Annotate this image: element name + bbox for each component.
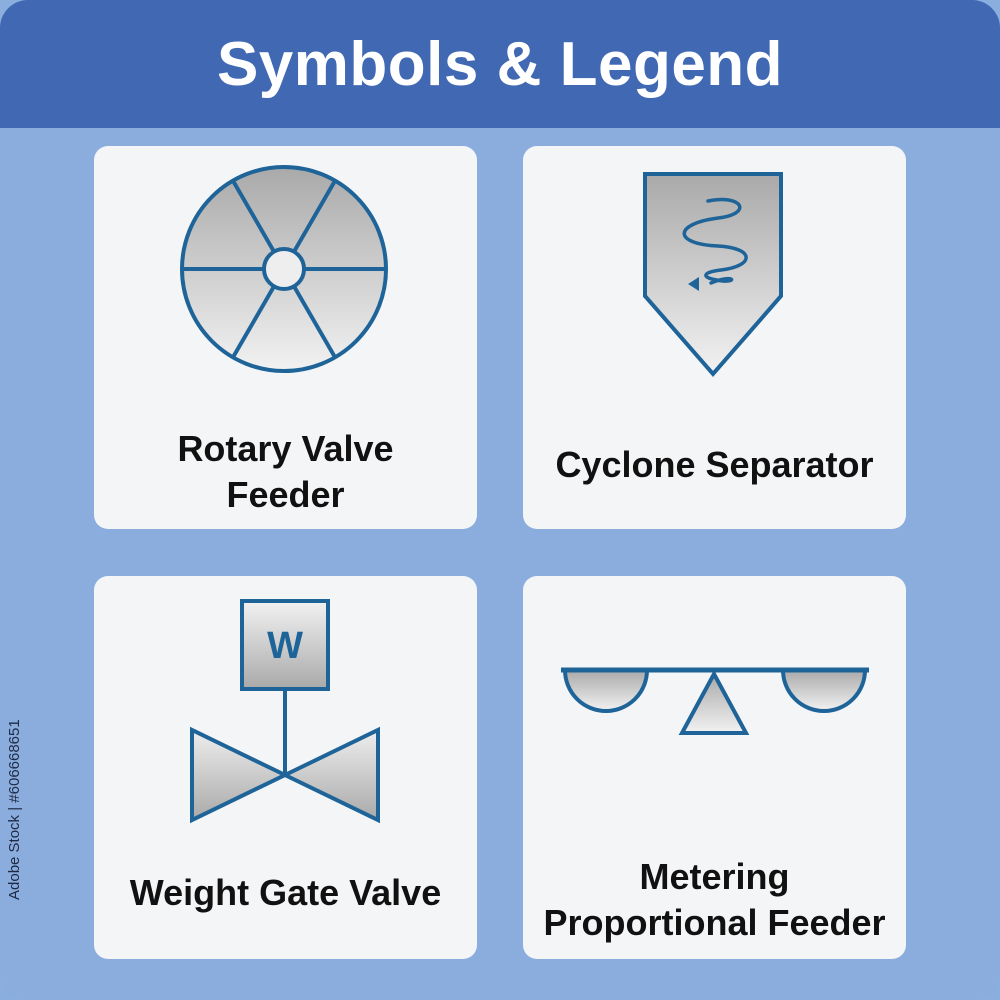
rotary-valve-feeder-card: Rotary Valve Feeder [94, 146, 477, 529]
weight-gate-valve-icon: W [190, 599, 380, 824]
label-line: Proportional Feeder [543, 902, 886, 943]
label-line: Rotary Valve [177, 428, 394, 469]
rotary-valve-feeder-icon [180, 165, 388, 373]
metering-proportional-feeder-card: Metering Proportional Feeder [523, 576, 906, 959]
metering-proportional-feeder-label: Metering Proportional Feeder [523, 854, 906, 946]
page-title: Symbols & Legend [216, 29, 784, 99]
label-line: Metering [639, 856, 790, 897]
cyclone-separator-card: Cyclone Separator [523, 146, 906, 529]
stock-id-text: Adobe Stock | #606668651 [6, 719, 23, 900]
rotary-valve-feeder-label: Rotary Valve Feeder [94, 426, 477, 518]
header-bar: Symbols & Legend [0, 0, 1000, 128]
cyclone-separator-icon [643, 172, 783, 378]
weight-gate-valve-card: W Weight Gate Valve [94, 576, 477, 959]
label-line: Cyclone Separator [555, 444, 874, 485]
label-line: Feeder [226, 474, 345, 515]
metering-proportional-feeder-icon [561, 667, 869, 735]
weight-gate-valve-label: Weight Gate Valve [94, 870, 477, 916]
weight-box-letter: W [267, 625, 303, 667]
cyclone-separator-label: Cyclone Separator [523, 442, 906, 488]
label-line: Weight Gate Valve [129, 872, 442, 913]
